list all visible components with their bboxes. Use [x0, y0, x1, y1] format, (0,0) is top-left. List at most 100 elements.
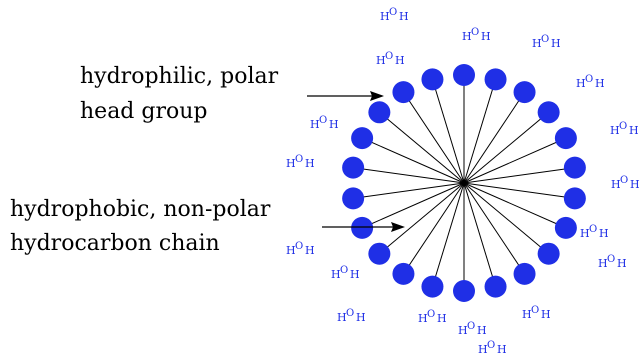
polar-head [368, 101, 391, 124]
tail-arrow [322, 222, 405, 232]
hydrogen-atom: H [497, 343, 507, 356]
hydrogen-atom: H [462, 30, 472, 43]
hydrogen-atom: H [356, 311, 366, 324]
hydrogen-atom: H [481, 30, 491, 43]
oxygen-atom: O [340, 265, 348, 276]
head-arrow [307, 91, 384, 101]
tail-chain [361, 137, 465, 184]
tail-chain [431, 182, 465, 287]
polar-head [513, 81, 536, 104]
head-label-line2: head group [80, 99, 207, 124]
polar-head [537, 242, 560, 265]
hydrogen-atom: H [541, 308, 551, 321]
oxygen-atom: O [427, 309, 435, 320]
polar-head [421, 275, 444, 298]
oxygen-atom: O [471, 27, 479, 38]
oxygen-atom: O [389, 7, 397, 18]
polar-head [368, 242, 391, 265]
tail-chain [361, 182, 465, 229]
hydrogen-atom: H [580, 227, 590, 240]
hydrogen-atom: H [286, 244, 296, 257]
tail-chain [379, 111, 465, 184]
hydrogen-atom: H [458, 324, 468, 337]
hydrogen-atom: H [598, 257, 608, 270]
polar-head [484, 68, 507, 91]
hydrogen-atom: H [418, 312, 428, 325]
tail-chain [463, 111, 549, 184]
oxygen-atom: O [585, 74, 593, 85]
oxygen-atom: O [295, 154, 303, 165]
hydrogen-atom: H [630, 178, 640, 191]
polar-head [554, 216, 577, 239]
hydrogen-atom: H [551, 37, 561, 50]
polar-head [392, 262, 415, 285]
tail-chain [431, 79, 465, 184]
hydrogen-atom: H [437, 312, 447, 325]
oxygen-atom: O [620, 175, 628, 186]
hydrogen-atom: H [532, 37, 542, 50]
hydrogen-atom: H [610, 124, 620, 137]
polar-head [537, 101, 560, 124]
hydrogen-atom: H [478, 343, 488, 356]
tail-chain [463, 167, 575, 184]
hydrogen-atom: H [399, 10, 409, 23]
oxygen-atom: O [589, 224, 597, 235]
hydrogen-atom: H [305, 244, 315, 257]
hydrogen-atom: H [395, 54, 405, 67]
tail-arrow-tip [391, 222, 405, 232]
oxygen-atom: O [319, 115, 327, 126]
micelle-core [461, 180, 467, 186]
hydrogen-atom: H [331, 268, 341, 281]
polar-head [563, 156, 586, 179]
polar-head [351, 216, 374, 239]
tail-chain [463, 182, 549, 255]
tail-chain [463, 182, 575, 199]
tail-chain [463, 79, 497, 184]
hydrogen-atom: H [286, 157, 296, 170]
hydrogen-atom: H [337, 311, 347, 324]
oxygen-atom: O [541, 34, 549, 45]
polar-head [351, 127, 374, 150]
oxygen-atom: O [531, 305, 539, 316]
polar-head [484, 275, 507, 298]
tail-chain [463, 91, 525, 184]
hydrogen-atom: H [376, 54, 386, 67]
hydrogen-atom: H [477, 324, 487, 337]
polar-head [554, 127, 577, 150]
polar-head [342, 187, 365, 210]
hydrocarbon-tails [353, 75, 575, 291]
tail-chain [353, 167, 465, 184]
hydrogen-atom: H [576, 77, 586, 90]
oxygen-atom: O [346, 308, 354, 319]
tail-chain [353, 182, 465, 199]
oxygen-atom: O [607, 254, 615, 265]
hydrogen-atom: H [329, 118, 339, 131]
labels: hydrophilic, polar head group hydrophobi… [10, 64, 279, 256]
tail-chain [403, 91, 465, 184]
hydrogen-atom: H [522, 308, 532, 321]
tail-label-line1: hydrophobic, non-polar [10, 197, 271, 222]
oxygen-atom: O [487, 340, 495, 351]
hydrogen-atom: H [629, 124, 639, 137]
tail-chain [463, 182, 525, 275]
tail-chain [403, 182, 465, 275]
head-label-line1: hydrophilic, polar [80, 64, 279, 89]
polar-heads [342, 64, 586, 302]
tail-label-line2: hydrocarbon chain [10, 231, 220, 256]
